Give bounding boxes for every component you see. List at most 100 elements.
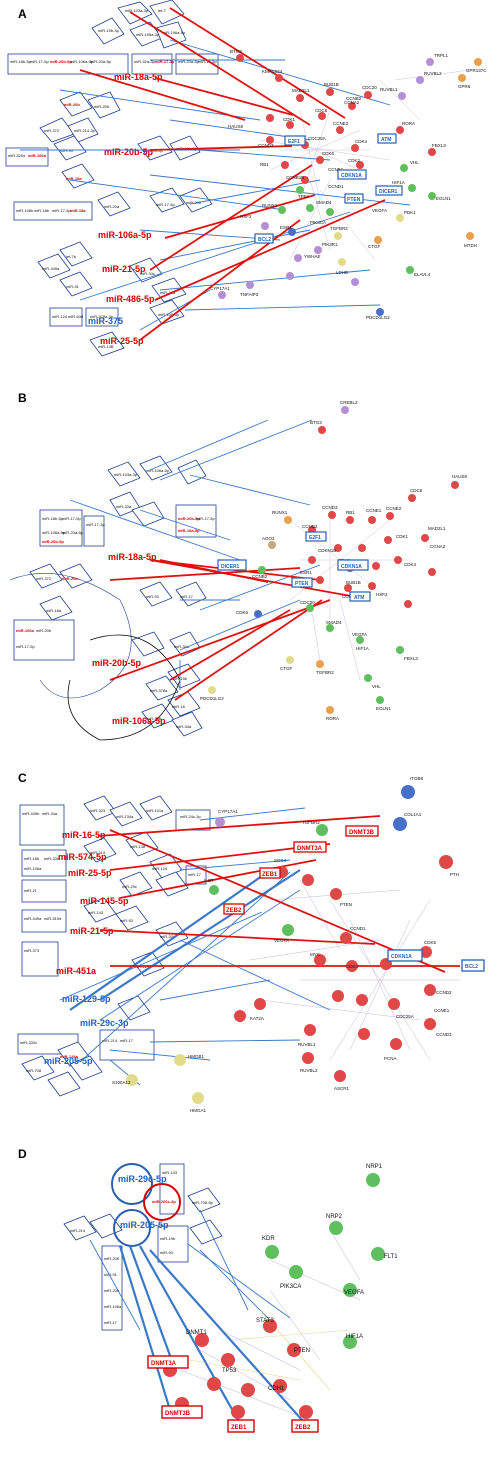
gene-label: AGO2 [262,536,275,541]
gene-node [215,817,225,827]
highlight-box-label: DICER1 [379,189,398,195]
gene-node [326,624,334,632]
panel-d-mirna-cluster [63,1163,223,1331]
mirna-label: miR-17 [188,872,202,877]
gene-label: HMGB1 [188,1054,205,1059]
gene-label: CDK2 [348,158,361,163]
gene-label: CCND1 [328,184,344,189]
mirna-label: miR-93 [120,918,134,923]
gene-label: SMAD4 [316,200,332,205]
gene-node [332,990,344,1002]
highlight-box [254,233,274,244]
gene-node [400,164,408,172]
mirna-label: miR-630 [68,314,84,319]
gene-node [343,1335,357,1349]
mirna-label: miR-18b [24,856,40,861]
highlight-box [305,531,327,542]
gene-label: S100A12 [112,1080,131,1085]
gene-label: CDC25A [396,1014,414,1019]
gene-node [341,406,349,414]
mirna-label: miR-18a [46,608,62,613]
highlight-box [461,959,485,972]
gene-node [221,1353,235,1367]
gene-label: CTGF [368,244,380,249]
gene-label: YWHAE [304,254,321,259]
panel-b-mirna-small-labels: miR-18b-5p miR-17-5p miR-106a-5p miR-20a… [16,468,215,729]
mirna-hub-red: miR-106a-5p [112,716,166,726]
gene-node [302,1052,314,1064]
gene-label: TP53 [222,1368,237,1374]
gene-node [398,92,406,100]
mirna-hub-red: miR-106a-5p [98,230,152,240]
gene-node [424,1018,436,1030]
gene-node [356,994,368,1006]
gene-node [466,232,474,240]
panel-a-mirna-cluster [5,0,219,357]
gene-node [416,76,424,84]
gene-node [208,686,216,694]
mirna-label: miR-106a-5p [146,468,170,473]
gene-label: CDK1 [396,534,409,539]
mirna-label: miR-20b [36,628,52,633]
gene-label: HIF1A [392,180,405,185]
gene-label: KAT2A [250,1016,264,1021]
mirna-label: miR-449a [24,916,42,921]
gene-label: VHL [410,160,419,165]
gene-node [368,516,376,524]
gene-node [421,534,429,542]
gene-label: PTH [450,872,459,877]
gene-node [343,1283,357,1297]
gene-node [304,1024,316,1036]
mirna-label-red: miR-20b [62,576,78,581]
mirna-label: miR-372 [36,576,52,581]
gene-label: TNFAIP3 [240,292,259,297]
gene-node [318,112,326,120]
mirna-label: miR-214 [90,850,106,855]
highlight-box-label: DNMT3A [151,1361,177,1367]
gene-node [356,636,364,644]
mirna-label: miR-91 [66,284,80,289]
panel-b-network [208,406,459,714]
mirna-label: miR-34a [174,644,190,649]
gene-node [241,1383,255,1397]
gene-node [334,1070,346,1082]
mirna-label: miR-708 [26,1068,42,1073]
gene-node [388,998,400,1010]
mirna-hub-blue: miR-375 [88,316,123,326]
panel-a-network [218,54,482,316]
highlight-box-label: ZEB2 [295,1425,311,1431]
mirna-label-red: miR-17-3p [155,59,175,64]
mirna-hub-red: miR-21-5p [102,264,146,274]
gene-node [328,511,336,519]
gene-node [451,481,459,489]
gene-label: CYP17A1 [210,286,230,291]
mirna-label: miR-16 [172,704,186,709]
gene-node [281,161,289,169]
gene-node [314,246,322,254]
mirna-label: miR-29c [122,884,137,889]
highlight-box [387,949,423,962]
gene-label: VEGFA [352,632,367,637]
mirna-label: miR-20a [160,934,176,939]
gene-node [330,888,342,900]
panel-b: B miR-18b-5p m [9,391,468,741]
gene-node [284,516,292,524]
gene-label: TGFBR2 [302,820,320,825]
mirna-hub-red: miR-25-5p [100,336,144,346]
gene-node [346,960,358,972]
panel-a: A [5,0,487,357]
gene-node [263,1319,277,1333]
mirna-hub-red: miR-20b-5p [104,147,154,157]
gene-node [288,228,296,236]
mirna-hub-blue: miR-205-5p [120,1220,169,1230]
panel-c: C [17,771,485,1113]
gene-label: CCND1 [350,926,366,931]
gene-label: CDH1 [268,1386,285,1392]
gene-label: CCND3 [436,1032,452,1037]
mirna-label-red: miR-18a-5p [178,528,200,533]
gene-label: ITGB8 [410,776,424,781]
gene-label: HIF1A [356,646,369,651]
gene-node [296,94,304,102]
gene-node [314,954,326,966]
gene-node [356,161,364,169]
